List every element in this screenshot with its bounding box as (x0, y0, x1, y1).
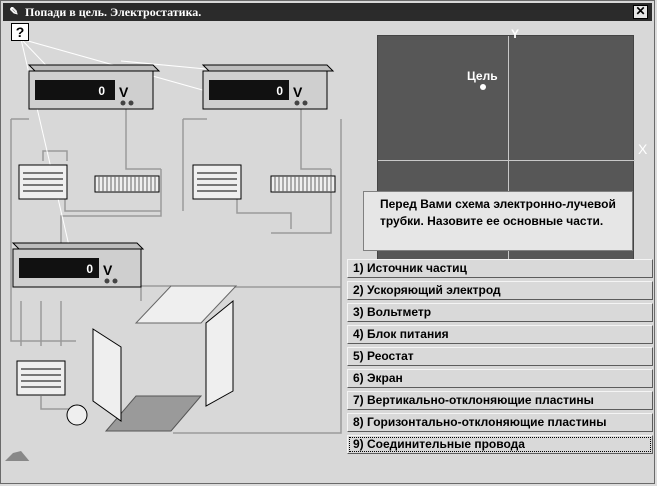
answer-button-4[interactable]: 4) Блок питания (347, 325, 653, 344)
voltmeter-3-unit: V (103, 262, 113, 278)
voltmeter-3 (11, 242, 145, 288)
target-label: Цель (467, 69, 498, 83)
crt-scheme: 0 V 0 V 0 V (5, 38, 342, 461)
close-button[interactable]: ✕ (633, 5, 648, 19)
answer-button-7[interactable]: 7) Вертикально-отклоняющие пластины (347, 391, 653, 410)
voltmeter-3-reading: 0 (86, 262, 93, 276)
answer-button-9[interactable]: 9) Соединительные провода (347, 435, 653, 454)
title-bar: ✎ Попади в цель. Электростатика. ✕ (3, 3, 652, 21)
answer-button-3[interactable]: 3) Вольтметр (347, 303, 653, 322)
x-axis (378, 160, 635, 161)
pen-icon: ✎ (9, 6, 19, 18)
answer-button-2[interactable]: 2) Ускоряющий электрод (347, 281, 653, 300)
window-title: Попади в цель. Электростатика. (25, 5, 202, 19)
deflecting-plates (92, 285, 238, 432)
answer-button-5[interactable]: 5) Реостат (347, 347, 653, 366)
answer-button-6[interactable]: 6) Экран (347, 369, 653, 388)
y-axis (508, 36, 509, 264)
y-axis-label: Y (511, 27, 520, 41)
voltmeter-1 (27, 64, 161, 110)
help-button[interactable]: ? (11, 23, 29, 41)
answer-list: 1) Источник частиц 2) Ускоряющий электро… (347, 259, 653, 457)
rheostat-1 (94, 175, 160, 193)
question-box: Перед Вами схема электронно-лучевой труб… (363, 191, 633, 251)
power-supply-2 (192, 164, 242, 200)
x-axis-label: X (638, 141, 648, 157)
voltmeter-1-unit: V (119, 84, 129, 100)
corner-decoration (5, 451, 30, 461)
voltmeter-2-reading: 0 (276, 84, 283, 98)
power-supply-3 (16, 360, 66, 396)
particle-source (66, 404, 88, 426)
power-supply-1 (18, 164, 68, 200)
answer-button-1[interactable]: 1) Источник частиц (347, 259, 653, 278)
answer-button-8[interactable]: 8) Горизонтально-отклоняющие пластины (347, 413, 653, 432)
rheostat-2 (270, 175, 336, 193)
voltmeter-2 (201, 64, 335, 110)
voltmeter-2-unit: V (293, 84, 303, 100)
voltmeter-1-reading: 0 (98, 84, 105, 98)
target-marker (480, 84, 486, 90)
